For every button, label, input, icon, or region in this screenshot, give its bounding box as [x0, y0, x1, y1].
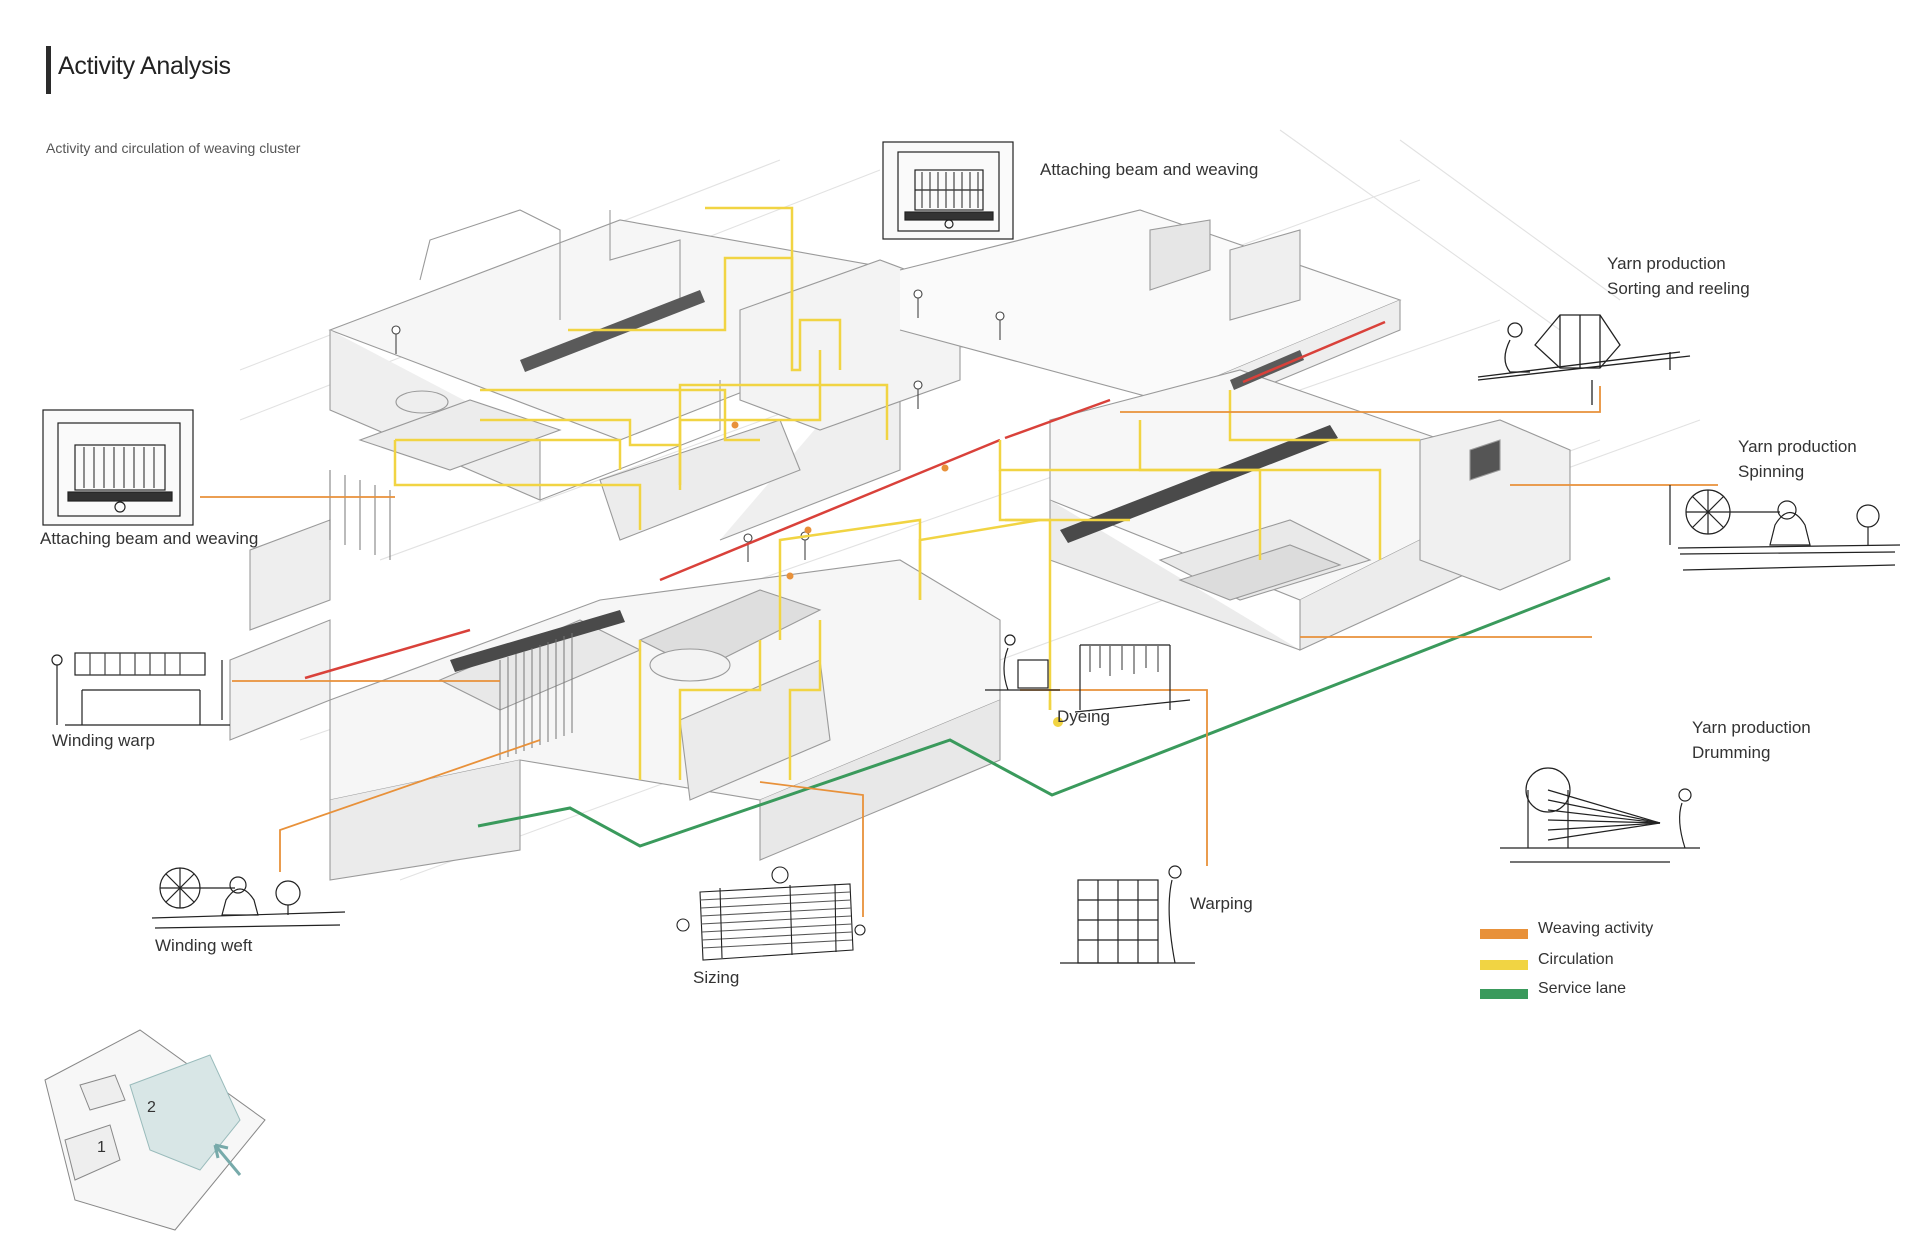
- label-drumming-line2: Drumming: [1692, 743, 1771, 762]
- circulation-nodes: [731, 421, 949, 580]
- label-drumming-line1: Yarn production: [1692, 718, 1811, 737]
- label-spinning-line1: Yarn production: [1738, 437, 1857, 456]
- keyplan-zone-1: 1: [97, 1139, 106, 1156]
- reeling-sketch: [1477, 314, 1691, 405]
- drumming-sketch: [1500, 767, 1700, 863]
- legend-label-service: Service lane: [1538, 980, 1627, 997]
- page-subtitle: Activity and circulation of weaving clus…: [46, 140, 301, 156]
- keyplan-zone-2: 2: [147, 1099, 156, 1116]
- legend-swatch-service: [1480, 989, 1528, 999]
- label-attaching-beam-top: Attaching beam and weaving: [1040, 160, 1259, 179]
- label-sizing: Sizing: [693, 968, 740, 987]
- sizing-sketch: [676, 866, 866, 961]
- label-spinning-line2: Spinning: [1738, 462, 1805, 481]
- page-title: Activity Analysis: [58, 52, 231, 80]
- building-massing: [229, 129, 1701, 881]
- label-dyeing: Dyeing: [1057, 707, 1110, 726]
- label-attaching-beam-left: Attaching beam and weaving: [40, 529, 259, 548]
- legend-swatch-circulation: [1480, 960, 1528, 970]
- legend-label-weaving: Weaving activity: [1538, 920, 1654, 937]
- title-accent-bar: [46, 46, 51, 94]
- label-winding-weft: Winding weft: [155, 936, 253, 955]
- weaving-leader-lines: [200, 386, 1718, 917]
- circulation-paths: [393, 206, 1420, 780]
- winding-weft-sketch: [151, 867, 346, 929]
- legend-label-circulation: Circulation: [1538, 951, 1614, 968]
- service-lane-path: [477, 576, 1611, 848]
- loom-sketch-top: [882, 141, 1014, 240]
- spinning-sketch: [1669, 485, 1901, 571]
- label-warping: Warping: [1190, 894, 1253, 913]
- main-road-path: [304, 320, 1386, 680]
- label-sorting-line2: Sorting and reeling: [1607, 279, 1750, 298]
- warping-sketch: [1060, 865, 1195, 964]
- legend-swatch-weaving: [1480, 929, 1528, 939]
- label-sorting-line1: Yarn production: [1607, 254, 1726, 273]
- dyeing-sketch: [985, 634, 1191, 713]
- winding-warp-sketch: [51, 652, 230, 726]
- loom-sketch-left: [42, 409, 194, 526]
- label-winding-warp: Winding warp: [52, 731, 155, 750]
- dyeing-marker: [1053, 717, 1063, 727]
- key-plan: [44, 1029, 266, 1231]
